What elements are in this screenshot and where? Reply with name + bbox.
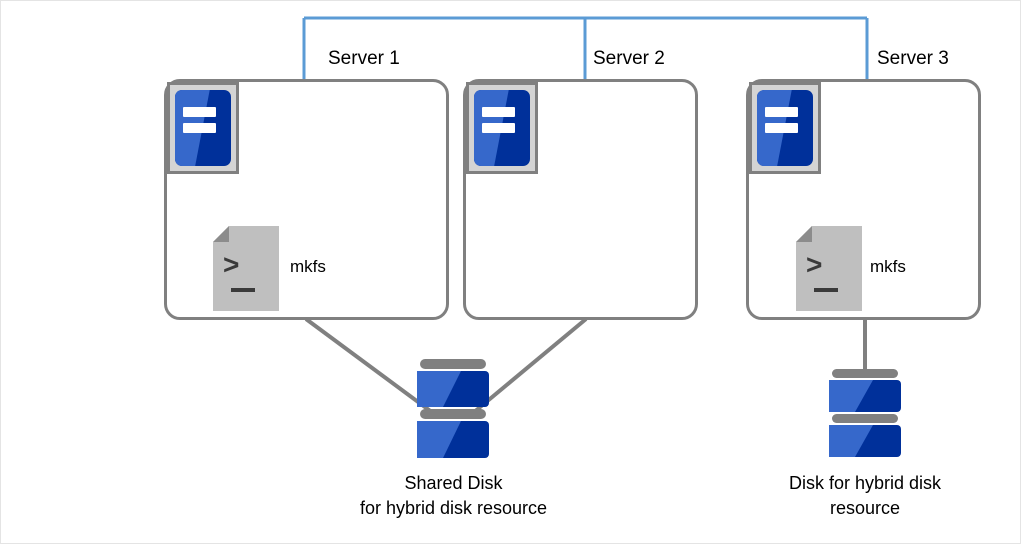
disk-connector-lines	[304, 317, 867, 415]
server-icon-server2	[466, 82, 538, 174]
disk-caption-line1: Shared Disk	[404, 473, 503, 493]
disk-caption-line1: Disk for hybrid disk	[788, 473, 942, 493]
mkfs-label-server3: mkfs	[870, 257, 906, 276]
server-label-server2: Server 2	[593, 48, 665, 69]
disk-icon-local-disk	[829, 369, 901, 457]
disk-caption-shared-disk: Shared Disk for hybrid disk resource	[331, 471, 576, 521]
disk-caption-line2: for hybrid disk resource	[359, 498, 548, 518]
server-box-server1	[164, 79, 449, 320]
server-icon-server1	[167, 82, 239, 174]
disk-caption-line2: resource	[829, 498, 901, 518]
server-icon-server3	[749, 82, 821, 174]
mkfs-script-icon-server1: >	[213, 226, 279, 311]
server-label-server3: Server 3	[877, 48, 949, 69]
disk-icon-shared-disk	[417, 359, 489, 458]
cluster-interconnect-bus	[302, 16, 869, 80]
svg-text:>: >	[806, 249, 822, 280]
mkfs-script-icon-server3: >	[796, 226, 862, 311]
mkfs-label-server1: mkfs	[290, 257, 326, 276]
server-label-server1: Server 1	[328, 48, 400, 69]
disk-caption-local-disk: Disk for hybrid disk resource	[745, 471, 985, 521]
svg-text:>: >	[223, 249, 239, 280]
